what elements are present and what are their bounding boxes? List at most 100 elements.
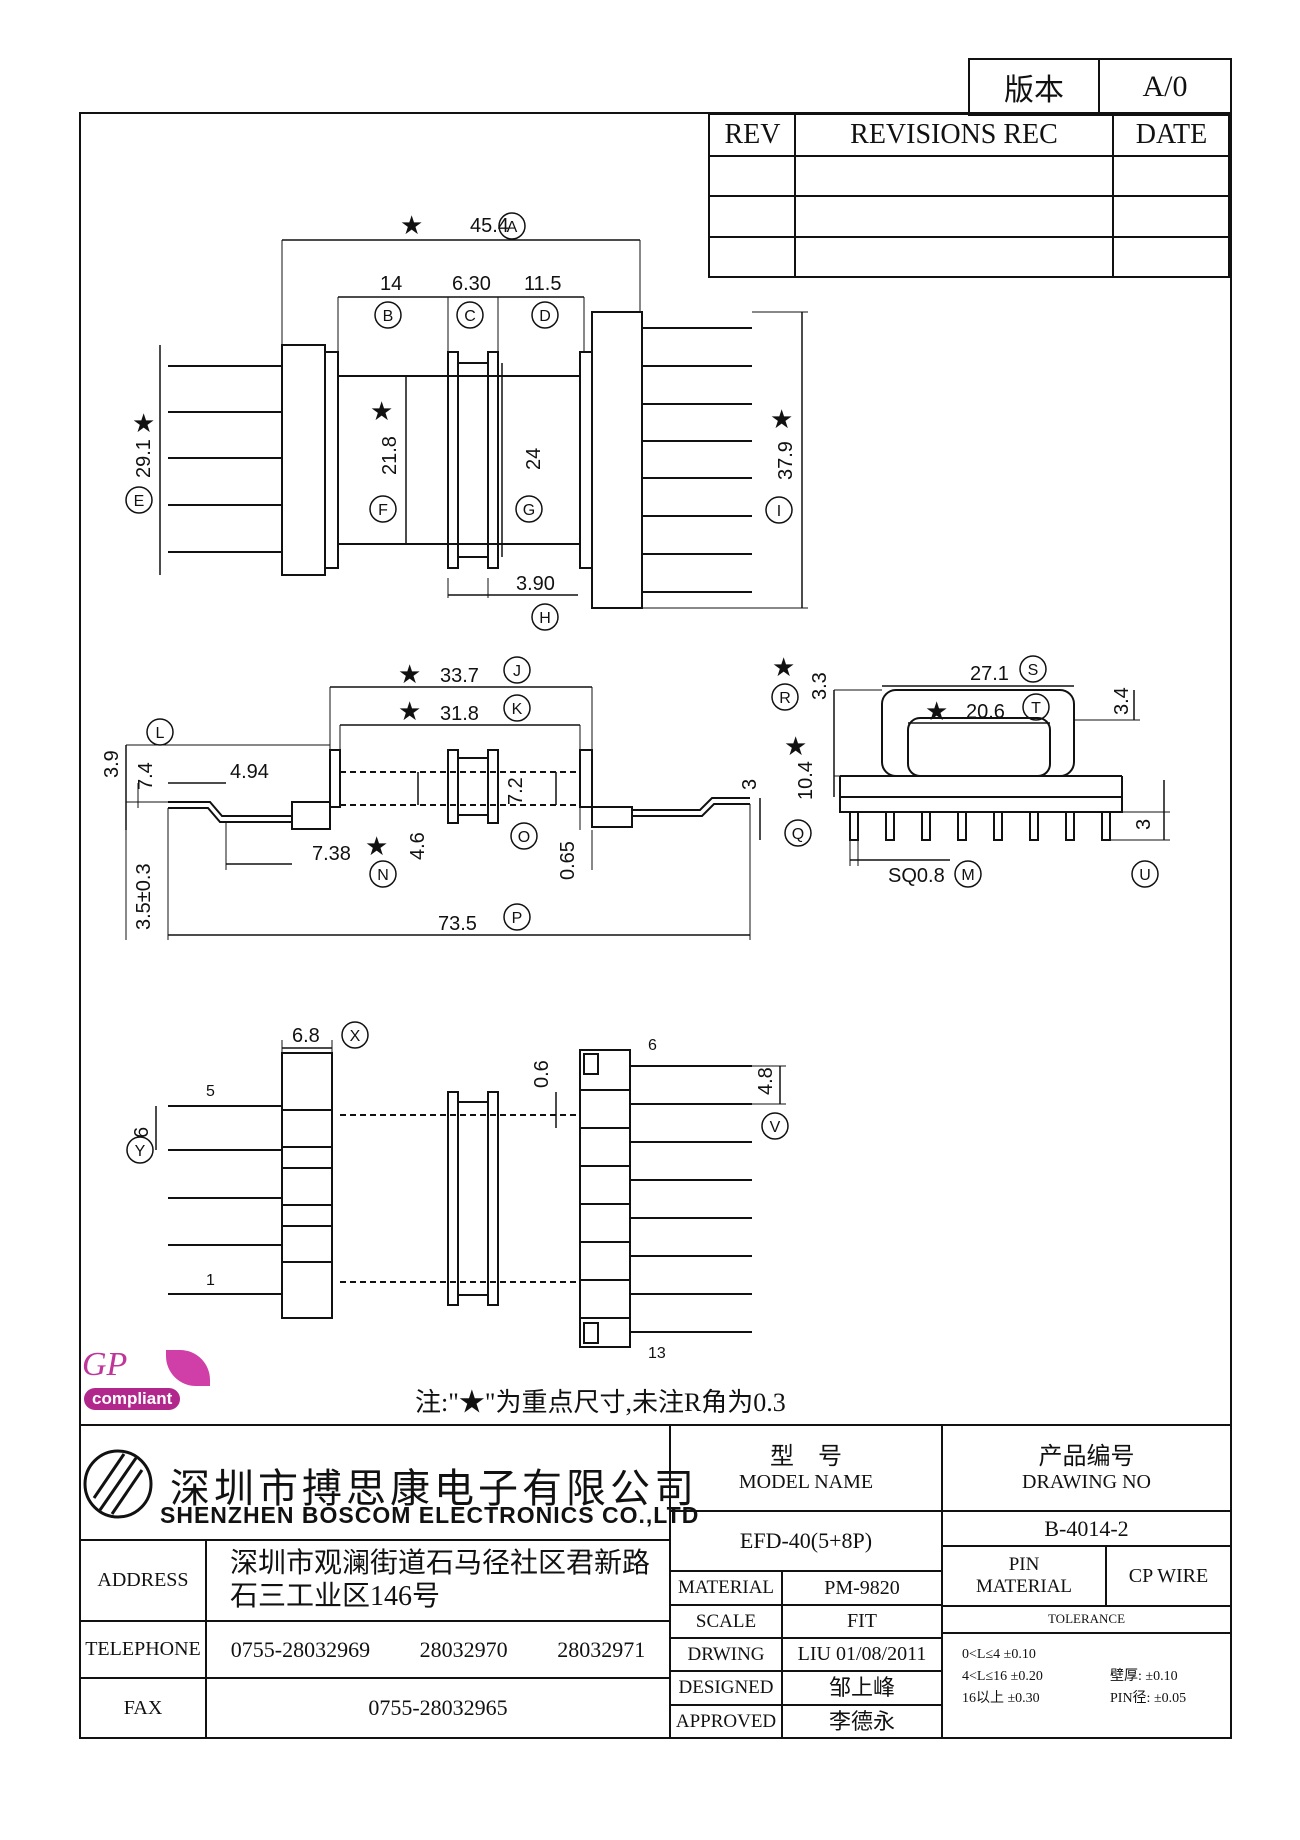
company-logo-icon (83, 1449, 153, 1519)
dim-l3: 4.94 (230, 761, 269, 783)
front-view (833, 685, 1170, 866)
model-en: MODEL NAME (738, 1471, 874, 1494)
version-box: 版本 A/0 (968, 58, 1232, 116)
dim-l1: 3.9 (101, 750, 123, 778)
svg-text:★: ★ (784, 731, 807, 761)
dim-a: 45.4 (470, 215, 509, 237)
telephone-value: 0755-28032969 28032970 28032971 (206, 1621, 670, 1678)
dim-bottom: 3.5±0.3 (133, 863, 155, 930)
dim-u: 3 (1133, 819, 1155, 830)
pin-13-label: 13 (648, 1345, 666, 1362)
model-cn: 型 号 (770, 1443, 842, 1470)
dim-b: 14 (380, 273, 402, 295)
drwing-value: LIU 01/08/2011 (797, 1643, 927, 1665)
svg-text:C: C (464, 308, 476, 325)
dim-k: 31.8 (440, 703, 479, 725)
dim-s: 27.1 (970, 663, 1009, 685)
svg-text:M: M (961, 867, 974, 884)
gp-logo-text: GP (82, 1346, 128, 1383)
svg-text:★: ★ (132, 408, 155, 438)
top-view (159, 239, 808, 609)
dim-c: 6.30 (452, 273, 491, 295)
designed-value: 邹上峰 (828, 1675, 895, 1701)
revisions-rec-header: REVISIONS REC (850, 119, 1058, 150)
drawing-no-label: 产品编号 DRAWING NO (942, 1430, 1231, 1508)
wall-tol: 壁厚: ±0.10 (1110, 1669, 1178, 1684)
date-header: DATE (1135, 119, 1208, 150)
drawing-cn: 产品编号 (1038, 1443, 1135, 1470)
tol-1: 0<L≤4 ±0.10 (962, 1647, 1036, 1662)
dim-n: 7.38 (312, 843, 351, 865)
dim-h: 3.90 (516, 573, 555, 595)
drwing-label: DRWING (687, 1643, 765, 1665)
tolerance-values: 0<L≤4 ±0.10 4<L≤16 ±0.20 16以上 ±0.30 (962, 1644, 1043, 1710)
model-value: EFD-40(5+8P) (739, 1528, 873, 1554)
svg-text:★: ★ (398, 696, 421, 726)
dim-p: 73.5 (438, 913, 477, 935)
svg-text:F: F (378, 502, 388, 519)
drawing-en: DRAWING NO (1022, 1471, 1151, 1494)
svg-text:V: V (770, 1119, 781, 1136)
fax-value: 0755-28032965 (368, 1695, 508, 1721)
svg-text:D: D (539, 308, 551, 325)
dim-o3: 0.65 (557, 841, 579, 880)
address-line-2: 石三工业区146号 (230, 1580, 441, 1612)
scale-value: FIT (847, 1610, 877, 1632)
pin-5-label: 5 (206, 1083, 215, 1100)
tolerance-label: TOLERANCE (1047, 1611, 1126, 1627)
pin-1-label: 1 (206, 1272, 215, 1289)
svg-text:B: B (383, 308, 394, 325)
address-value: 深圳市观澜街道石马径社区君新路 石三工业区146号 (206, 1540, 670, 1621)
tel-3: 28032971 (557, 1636, 646, 1662)
svg-text:Y: Y (135, 1143, 146, 1160)
compliant-badge: compliant (84, 1388, 181, 1410)
telephone-label: TELEPHONE (85, 1638, 201, 1660)
dim-l2: 7.4 (135, 762, 157, 790)
address-line-1: 深圳市观澜街道石马径社区君新路 (230, 1548, 651, 1580)
svg-text:E: E (134, 493, 145, 510)
dim-r: 3.3 (809, 672, 831, 700)
model-name-label: 型 号 MODEL NAME (670, 1430, 942, 1508)
revisions-table: REV REVISIONS REC DATE (708, 113, 1230, 278)
scale-label: SCALE (695, 1610, 757, 1632)
svg-text:H: H (539, 610, 551, 627)
pin-6-label: 6 (648, 1037, 657, 1054)
svg-text:G: G (523, 502, 535, 519)
svg-text:★: ★ (365, 831, 388, 861)
address-label: ADDRESS (97, 1569, 189, 1591)
approved-label: APPROVED (675, 1710, 777, 1732)
svg-text:X: X (350, 1028, 361, 1045)
dim-q: 10.4 (795, 761, 817, 800)
svg-text:★: ★ (398, 659, 421, 689)
designed-label: DESIGNED (678, 1677, 774, 1699)
pin-material-sub: MATERIAL (975, 1576, 1073, 1597)
dim-d: 11.5 (524, 273, 561, 295)
material-value: PM-9820 (824, 1576, 900, 1599)
leaf-icon (166, 1350, 210, 1386)
dim-s-right: 3.4 (1111, 687, 1133, 715)
company-name-cn: 深圳市搏思康电子有限公司 (170, 1466, 698, 1511)
dim-f: 21.8 (379, 436, 401, 475)
tel-1: 0755-28032969 (230, 1636, 371, 1662)
front-pins (849, 811, 1111, 841)
dim-e: 29.1 (133, 439, 155, 478)
svg-text:Q: Q (792, 826, 804, 843)
tel-2: 28032970 (419, 1636, 508, 1662)
dim-side-3: 3 (739, 779, 761, 790)
svg-text:N: N (377, 867, 389, 884)
tol-2: 4<L≤16 ±0.20 (962, 1669, 1043, 1684)
pin-material-value: CP WIRE (1128, 1564, 1209, 1587)
tol-3: 16以上 ±0.30 (962, 1691, 1040, 1706)
pin-material-label: PIN MATERIAL (942, 1546, 1106, 1606)
dim-v: 4.8 (755, 1067, 777, 1095)
drawing-value: B-4014-2 (1044, 1515, 1129, 1541)
svg-text:K: K (512, 701, 523, 718)
dim-i: 37.9 (775, 441, 797, 480)
svg-text:U: U (1139, 867, 1151, 884)
svg-text:★: ★ (772, 652, 795, 682)
svg-text:★: ★ (400, 210, 423, 240)
pin-label: PIN (1008, 1554, 1040, 1576)
fax-label: FAX (123, 1696, 163, 1719)
svg-text:R: R (779, 690, 791, 707)
